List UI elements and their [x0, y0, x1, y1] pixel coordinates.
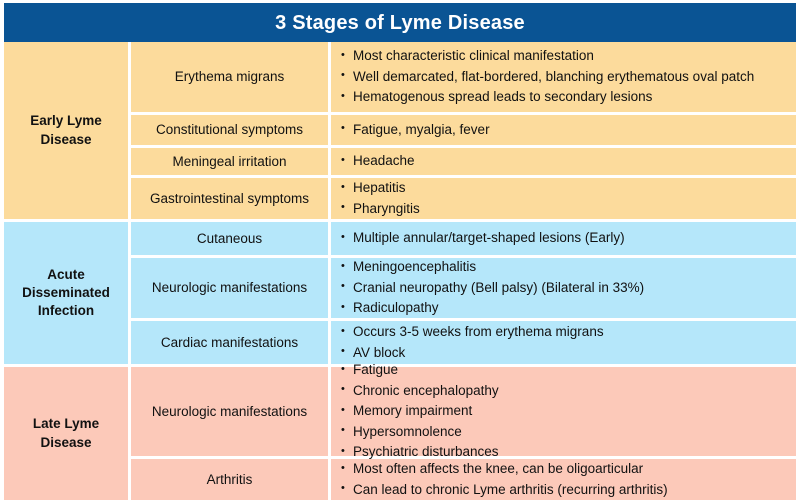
- table-row: Gastrointestinal symptoms Hepatitis Phar…: [131, 175, 796, 220]
- stage-label-acute: Acute Disseminated Infection: [4, 222, 128, 365]
- table-row: Neurologic manifestations Meningoencepha…: [131, 255, 796, 319]
- detail-item: Fatigue: [341, 360, 788, 381]
- feature-label: Cutaneous: [131, 222, 328, 256]
- detail-cell: Hepatitis Pharyngitis: [328, 178, 796, 220]
- stage-rows-late: Neurologic manifestations Fatigue Chroni…: [128, 360, 796, 501]
- table-row: Arthritis Most often affects the knee, c…: [131, 456, 796, 501]
- detail-list: Multiple annular/target-shaped lesions (…: [341, 228, 788, 249]
- stage-label-late: Late Lyme Disease: [4, 367, 128, 501]
- detail-item: Fatigue, myalgia, fever: [341, 119, 788, 141]
- table-row: Constitutional symptoms Fatigue, myalgia…: [131, 112, 796, 145]
- feature-label: Arthritis: [131, 459, 328, 501]
- feature-label: Erythema migrans: [131, 42, 328, 112]
- stage-label-early: Early Lyme Disease: [4, 42, 128, 220]
- detail-item: AV block: [341, 342, 788, 364]
- detail-cell: Fatigue, myalgia, fever: [328, 115, 796, 145]
- detail-item: Hypersomnolence: [341, 421, 788, 443]
- detail-item: Cranial neuropathy (Bell palsy) (Bilater…: [341, 277, 788, 299]
- feature-label: Neurologic manifestations: [131, 367, 328, 457]
- detail-cell: Most often affects the knee, can be olig…: [328, 459, 796, 501]
- detail-item: Most characteristic clinical manifestati…: [341, 46, 788, 67]
- detail-item: Psychiatric disturbances: [341, 442, 788, 463]
- detail-list: Fatigue Chronic encephalopathy Memory im…: [341, 360, 788, 463]
- detail-cell: Most characteristic clinical manifestati…: [328, 42, 796, 112]
- stage-rows-acute: Cutaneous Multiple annular/target-shaped…: [128, 222, 796, 365]
- feature-label: Constitutional symptoms: [131, 115, 328, 145]
- detail-item: Can lead to chronic Lyme arthritis (recu…: [341, 479, 788, 501]
- table-body: Early Lyme Disease Erythema migrans Most…: [0, 42, 800, 503]
- detail-cell: Meningoencephalitis Cranial neuropathy (…: [328, 257, 796, 319]
- detail-cell: Multiple annular/target-shaped lesions (…: [328, 222, 796, 256]
- table-row: Erythema migrans Most characteristic cli…: [131, 42, 796, 112]
- table-title-bar: 3 Stages of Lyme Disease: [0, 0, 800, 42]
- detail-item: Occurs 3-5 weeks from erythema migrans: [341, 322, 788, 343]
- detail-item: Headache: [341, 151, 788, 172]
- feature-label: Gastrointestinal symptoms: [131, 178, 328, 220]
- detail-item: Pharyngitis: [341, 198, 788, 220]
- detail-item: Well demarcated, flat-bordered, blanchin…: [341, 66, 788, 88]
- stage-rows-early: Erythema migrans Most characteristic cli…: [128, 42, 796, 220]
- table-row: Cardiac manifestations Occurs 3-5 weeks …: [131, 318, 796, 365]
- detail-list: Occurs 3-5 weeks from erythema migrans A…: [341, 322, 788, 363]
- detail-cell: Fatigue Chronic encephalopathy Memory im…: [328, 360, 796, 461]
- detail-list: Headache: [341, 151, 788, 172]
- detail-list: Hepatitis Pharyngitis: [341, 178, 788, 219]
- feature-label: Cardiac manifestations: [131, 321, 328, 365]
- detail-item: Memory impairment: [341, 401, 788, 422]
- detail-item: Most often affects the knee, can be olig…: [341, 459, 788, 480]
- detail-item: Radiculopathy: [341, 298, 788, 319]
- page-title: 3 Stages of Lyme Disease: [275, 11, 525, 34]
- detail-item: Meningoencephalitis: [341, 257, 788, 278]
- table-row: Meningeal irritation Headache: [131, 145, 796, 175]
- detail-list: Meningoencephalitis Cranial neuropathy (…: [341, 257, 788, 319]
- detail-item: Hepatitis: [341, 178, 788, 199]
- detail-item: Multiple annular/target-shaped lesions (…: [341, 228, 788, 249]
- detail-cell: Occurs 3-5 weeks from erythema migrans A…: [328, 321, 796, 365]
- detail-list: Most characteristic clinical manifestati…: [341, 46, 788, 108]
- detail-item: Hematogenous spread leads to secondary l…: [341, 87, 788, 108]
- stage-section-late: Late Lyme Disease Neurologic manifestati…: [4, 360, 796, 501]
- feature-label: Meningeal irritation: [131, 148, 328, 175]
- stage-section-acute: Acute Disseminated Infection Cutaneous M…: [4, 219, 796, 365]
- feature-label: Neurologic manifestations: [131, 258, 328, 319]
- detail-list: Fatigue, myalgia, fever: [341, 119, 788, 141]
- table-row: Cutaneous Multiple annular/target-shaped…: [131, 222, 796, 256]
- detail-item: Chronic encephalopathy: [341, 380, 788, 402]
- table-row: Neurologic manifestations Fatigue Chroni…: [131, 360, 796, 461]
- detail-list: Most often affects the knee, can be olig…: [341, 459, 788, 500]
- detail-cell: Headache: [328, 148, 796, 175]
- stage-section-early: Early Lyme Disease Erythema migrans Most…: [4, 42, 796, 220]
